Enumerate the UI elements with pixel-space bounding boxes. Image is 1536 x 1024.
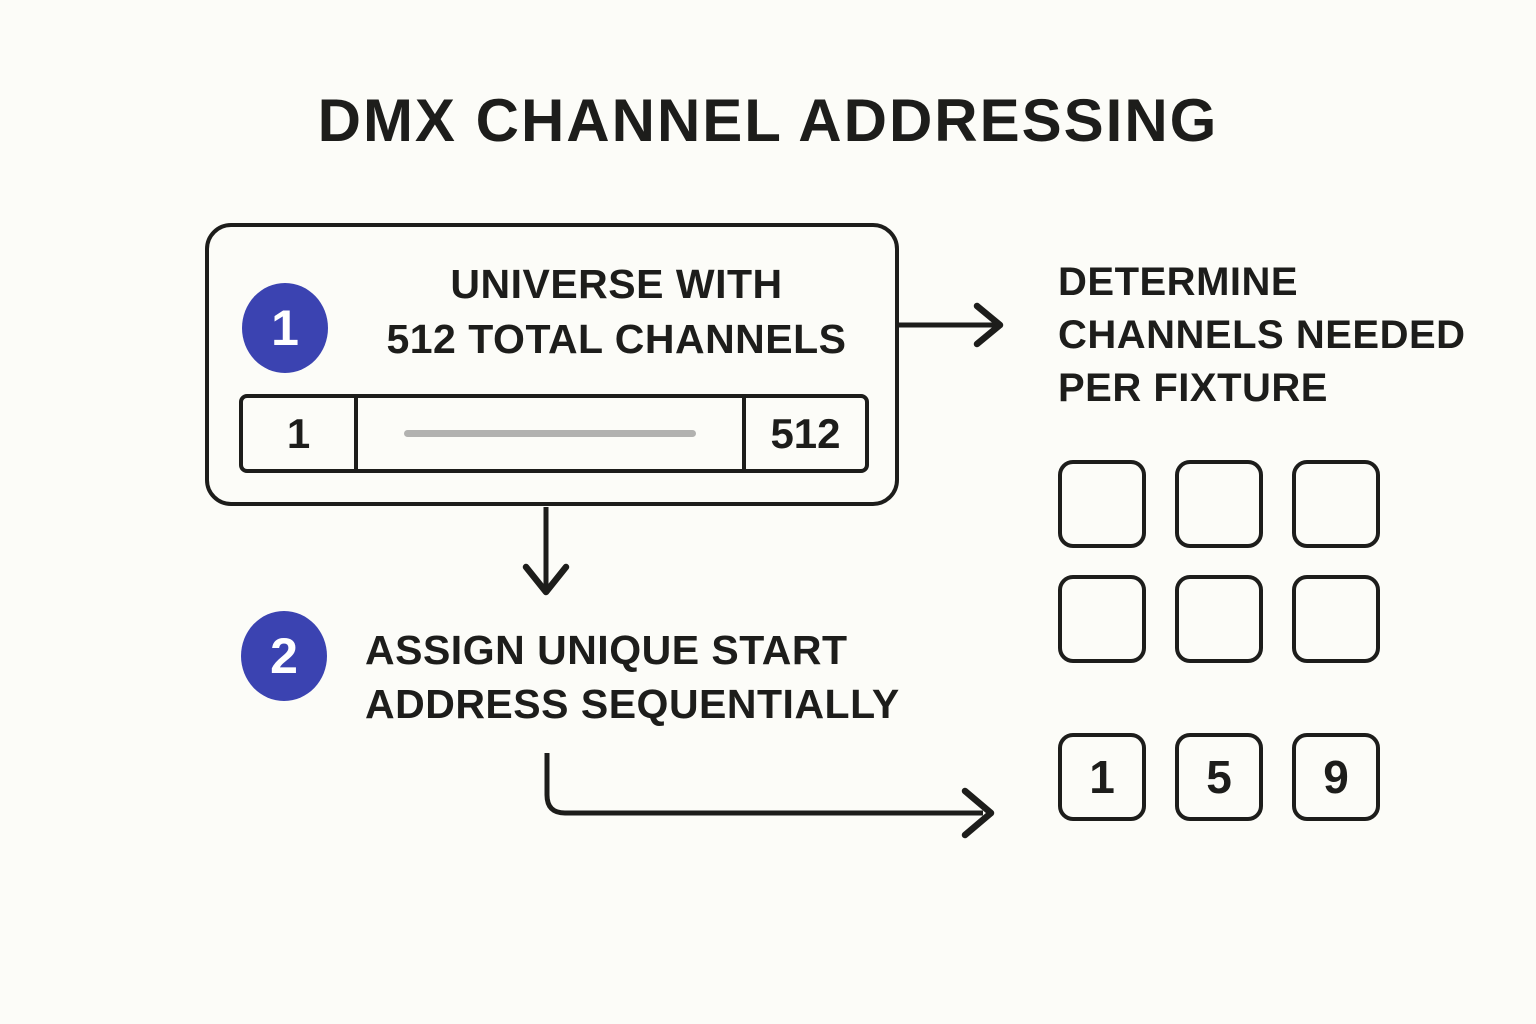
channel-end-cell: 512: [742, 398, 865, 469]
universe-box: 1 UNIVERSE WITH 512 TOTAL CHANNELS 1 512: [205, 223, 899, 506]
step-1-number: 1: [271, 300, 299, 356]
step-2-label-line-2: ADDRESS SEQUENTIALLY: [365, 681, 900, 727]
fixture-square: [1292, 460, 1380, 548]
channel-bar: 1 512: [239, 394, 869, 473]
step-2-label-line-1: ASSIGN UNIQUE START: [365, 627, 848, 673]
start-address-square: 5: [1175, 733, 1263, 821]
fixture-square: [1058, 575, 1146, 663]
fixture-square: [1175, 460, 1263, 548]
arrow-to-start-addresses: [544, 753, 995, 839]
step-2-label: ASSIGN UNIQUE START ADDRESS SEQUENTIALLY: [365, 623, 900, 731]
fixture-note-line-1: DETERMINE: [1058, 260, 1299, 304]
step-1-badge: 1: [242, 283, 328, 373]
universe-label-line-1: UNIVERSE WITH: [450, 261, 783, 307]
fixture-square: [1058, 460, 1146, 548]
start-address-square: 9: [1292, 733, 1380, 821]
universe-label-line-2: 512 TOTAL CHANNELS: [386, 316, 847, 362]
fixture-grid: [1058, 460, 1380, 663]
arrow-right-to-note: [897, 302, 1004, 348]
channel-range-track: [404, 430, 696, 437]
fixture-note: DETERMINE CHANNELS NEEDED PER FIXTURE: [1058, 256, 1466, 415]
fixture-note-line-3: PER FIXTURE: [1058, 366, 1328, 410]
universe-label: UNIVERSE WITH 512 TOTAL CHANNELS: [344, 257, 889, 367]
step-2-number: 2: [270, 628, 298, 684]
fixture-square: [1292, 575, 1380, 663]
channel-start-cell: 1: [243, 398, 358, 469]
start-address-square: 1: [1058, 733, 1146, 821]
arrow-down-to-step-2: [522, 507, 570, 596]
fixture-note-line-2: CHANNELS NEEDED: [1058, 313, 1466, 357]
start-address-row: 1 5 9: [1058, 733, 1380, 821]
page-title: DMX CHANNEL ADDRESSING: [317, 87, 1219, 154]
channel-range-cell: [358, 398, 742, 469]
step-2-badge: 2: [241, 611, 327, 701]
fixture-square: [1175, 575, 1263, 663]
